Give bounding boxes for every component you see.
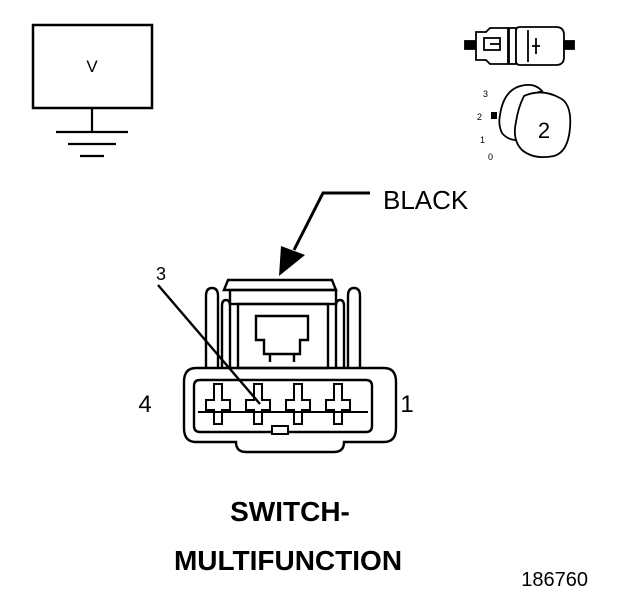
pin-label-1: 1: [400, 391, 413, 418]
key-position-0: 0: [488, 152, 493, 162]
pin-label-3: 3: [156, 264, 166, 284]
ignition-key-icon: 3 2 1 0 2: [477, 83, 572, 162]
pin-3-callout-line: [157, 284, 261, 405]
key-selected-position: 2: [538, 118, 550, 143]
key-position-3: 3: [483, 89, 488, 99]
terminal-3: [245, 383, 271, 425]
terminal-1: [325, 383, 351, 425]
color-callout-arrow: [279, 191, 370, 276]
key-position-1: 1: [480, 135, 485, 145]
voltmeter-symbol: V: [31, 23, 154, 110]
component-name-line2: MULTIFUNCTION: [174, 545, 402, 576]
ground-icon: [56, 108, 128, 158]
connector-color-label: BLACK: [383, 185, 469, 215]
key-position-2: 2: [477, 112, 482, 122]
figure-number: 186760: [521, 569, 588, 591]
connector-terminals: [198, 383, 368, 435]
connector-plug-icon: [464, 26, 575, 66]
component-name-line1: SWITCH-: [230, 496, 350, 527]
terminal-4: [205, 383, 231, 425]
pin-label-4: 4: [138, 391, 151, 418]
terminal-2: [285, 383, 311, 425]
connector-face: [182, 278, 398, 454]
voltmeter-label: V: [86, 57, 98, 76]
